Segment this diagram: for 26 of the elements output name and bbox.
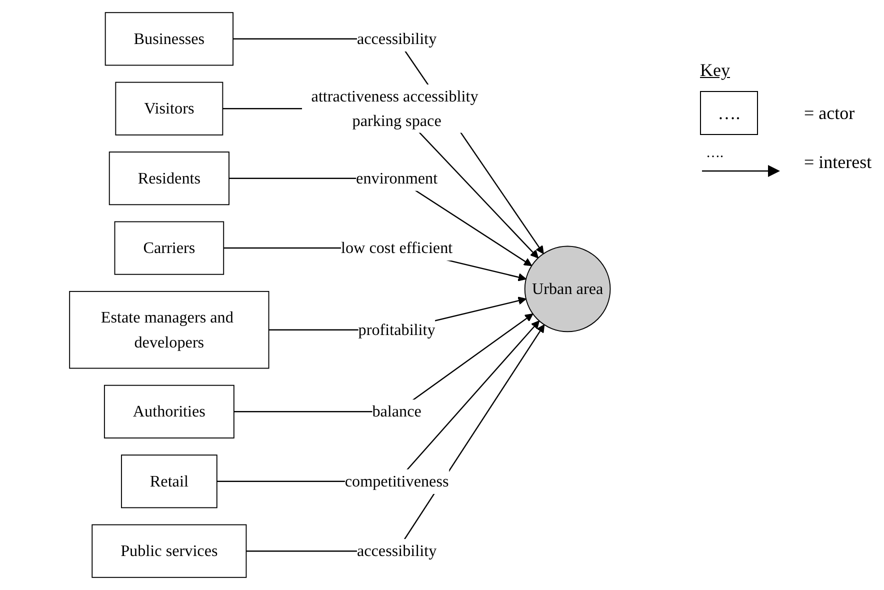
actor-sample-box: …. <box>700 91 758 135</box>
arrow <box>216 320 540 482</box>
arrow <box>229 178 532 266</box>
arrow <box>222 108 539 258</box>
legend-text: = actor <box>804 102 855 124</box>
node-box: Authorities <box>104 384 234 438</box>
node-circle: Urban area <box>524 246 611 332</box>
node-box: Businesses <box>104 12 234 66</box>
edge-label: competitiveness <box>344 472 449 490</box>
legend-title: Key <box>700 60 731 81</box>
edge-label: accessibility <box>357 30 437 48</box>
edge-label: balance <box>372 402 422 420</box>
node-box: Estate managers and developers <box>69 290 270 369</box>
arrow <box>246 324 545 552</box>
node-box: Retail <box>121 454 218 508</box>
edge-label: attractiveness accessiblity parking space <box>311 87 478 130</box>
edge-label: profitability <box>358 320 436 339</box>
node-box: Visitors <box>115 82 224 136</box>
edge-label: low cost efficient <box>341 238 453 257</box>
legend-text: = interest <box>804 152 872 172</box>
node-box: Carriers <box>114 221 224 275</box>
node-box: Public services <box>92 524 247 578</box>
node-box: Residents <box>108 152 230 206</box>
edge-label: accessibility <box>357 542 437 560</box>
arrow <box>234 314 534 412</box>
edge-label: environment <box>356 169 438 188</box>
